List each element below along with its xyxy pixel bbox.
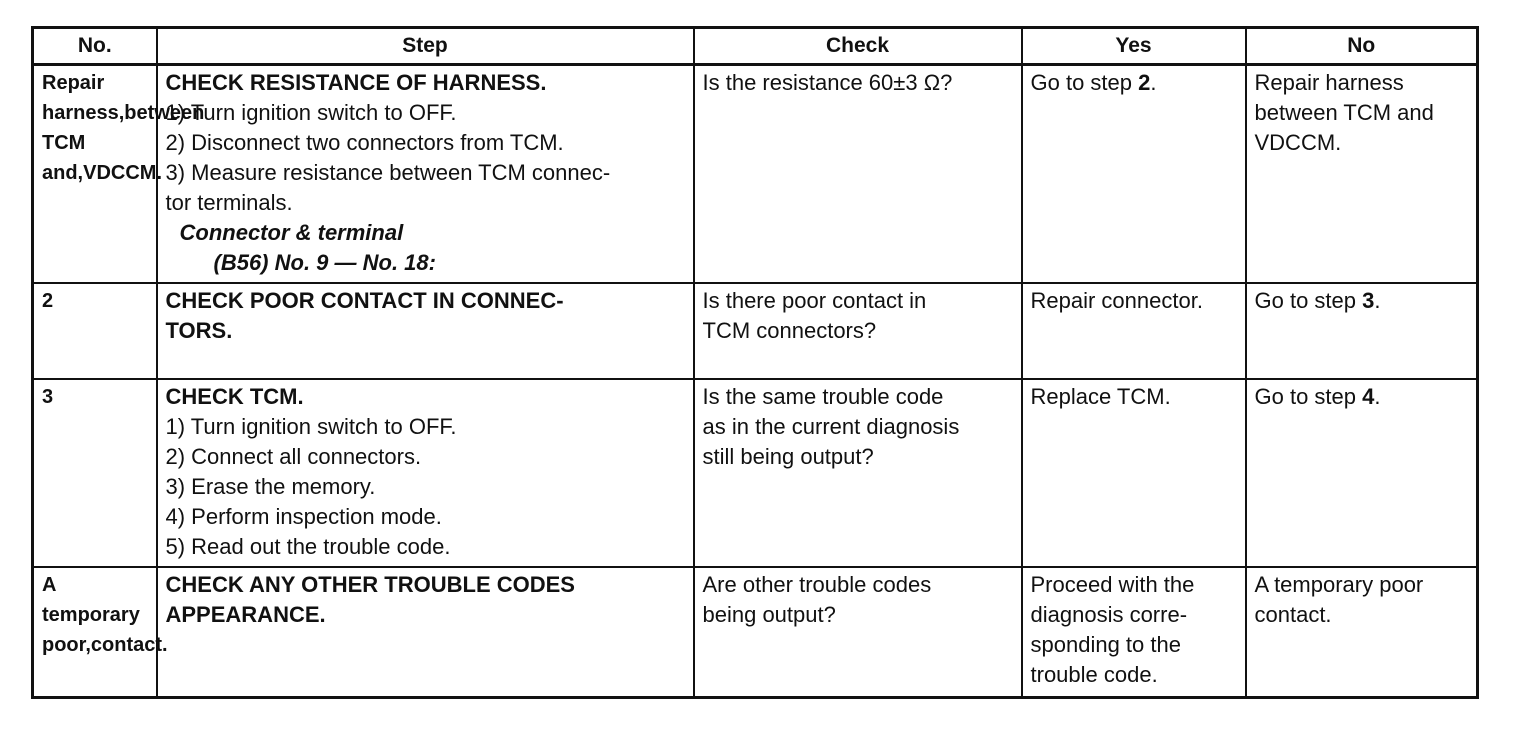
no-text-suffix: . [1374,288,1381,313]
table-row: 3 CHECK TCM. 1) Turn ignition switch to … [31,378,1479,568]
check-text: TCM connectors? [702,318,877,343]
check-text: being output? [702,602,836,627]
step-title: APPEARANCE. [165,602,326,627]
check-text: Is the resistance 60±3 Ω? [702,70,953,95]
header-yes: Yes [1020,26,1247,66]
no-text: Go to step [1254,384,1363,409]
check-cell: Is there poor contact in TCM connectors? [692,282,1023,380]
step-title: CHECK RESISTANCE OF HARNESS. [165,70,547,95]
substep: 2) Connect all connectors. [165,444,422,469]
substep: tor terminals. [165,190,293,215]
check-text: still being output? [702,444,874,469]
no-cell: A temporary poor contact. [1244,566,1479,699]
substep: 3) Erase the memory. [165,474,376,499]
check-text: Is there poor contact in [702,288,927,313]
yes-cell: Proceed with the diagnosis corre- spondi… [1020,566,1247,699]
check-text: Is the same trouble code [702,384,944,409]
check-cell: Is the resistance 60±3 Ω? [692,63,1023,284]
substep: 1) Turn ignition switch to OFF. [165,100,457,125]
no-cell: Go to step 3. [1244,282,1479,380]
no-cell: Repair harness between TCM and VDCCM. [1244,63,1479,284]
no-text: between TCM and [1254,100,1434,125]
step-cell: CHECK TCM. 1) Turn ignition switch to OF… [155,378,695,568]
table-row: 2 CHECK POOR CONTACT IN CONNEC- TORS. Is… [31,282,1479,380]
no-text: VDCCM. [1254,130,1342,155]
yes-text: Repair connector. [1030,288,1203,313]
step-number: 2 [31,282,158,380]
table-header-row: No. Step Check Yes No [31,26,1479,66]
yes-text: Go to step [1030,70,1139,95]
table-row: A temporary poor,contact. CHECK ANY OTHE… [31,566,1479,699]
step-title: TORS. [165,318,233,343]
no-text-suffix: . [1374,384,1381,409]
yes-text-suffix: . [1150,70,1157,95]
header-step: Step [155,26,695,66]
yes-step-ref: 2 [1138,70,1151,95]
yes-text: Proceed with the [1030,572,1195,597]
no-cell: Go to step 4. [1244,378,1479,568]
no-text: A temporary poor [1254,572,1424,597]
header-check: Check [692,26,1023,66]
check-cell: Is the same trouble code as in the curre… [692,378,1023,568]
no-text: Repair harness [1254,70,1404,95]
table-row: Repair harness,between TCM and,VDCCM. CH… [31,63,1479,284]
no-step-ref: 4 [1362,384,1375,409]
yes-cell: Replace TCM. [1020,378,1247,568]
step-title: CHECK POOR CONTACT IN CONNEC- [165,288,564,313]
step-number: 3 [31,378,158,568]
diagnostic-table: No. Step Check Yes No Repair harness,bet… [31,26,1479,699]
step-number: Repair harness,between TCM and,VDCCM. [31,63,204,284]
step-cell: CHECK RESISTANCE OF HARNESS. 1) Turn ign… [155,63,695,284]
step-number: A temporary poor,contact. [31,566,168,699]
header-no-result: No [1244,26,1479,66]
substep: 4) Perform inspection mode. [165,504,442,529]
yes-cell: Repair connector. [1020,282,1247,380]
substep: 5) Read out the trouble code. [165,534,451,559]
header-no: No. [31,26,158,66]
step-cell: CHECK POOR CONTACT IN CONNEC- TORS. [155,282,695,380]
substep: 2) Disconnect two connectors from TCM. [165,130,564,155]
yes-text: trouble code. [1030,662,1158,687]
step-title: CHECK ANY OTHER TROUBLE CODES [165,572,575,597]
connector-label: Connector & terminal [179,220,404,245]
check-cell: Are other trouble codes being output? [692,566,1023,699]
no-text: contact. [1254,602,1332,627]
substep: 1) Turn ignition switch to OFF. [165,414,457,439]
yes-text: Replace TCM. [1030,384,1171,409]
step-cell: CHECK ANY OTHER TROUBLE CODES APPEARANCE… [155,566,695,699]
substep: 3) Measure resistance between TCM connec… [165,160,611,185]
no-text: Go to step [1254,288,1363,313]
check-text: Are other trouble codes [702,572,932,597]
no-step-ref: 3 [1362,288,1375,313]
yes-text: sponding to the [1030,632,1181,657]
check-text: as in the current diagnosis [702,414,960,439]
yes-cell: Go to step 2. [1020,63,1247,284]
step-title: CHECK TCM. [165,384,304,409]
connector-value: (B56) No. 9 — No. 18: [213,250,436,275]
yes-text: diagnosis corre- [1030,602,1188,627]
